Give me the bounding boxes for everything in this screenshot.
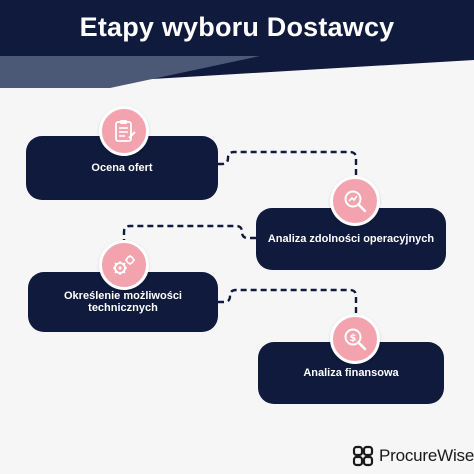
step-label-3: Określenie możliwości technicznych [64,290,182,314]
money-magnifier-icon: $ [330,314,380,364]
header-background [0,0,474,88]
clipboard-checklist-icon [99,106,149,156]
connector-1-2 [218,150,358,176]
step-box-2: Analiza zdolności operacyjnych [256,208,446,270]
procurewise-logo-icon [352,445,374,467]
page-title: Etapy wyboru Dostawcy [79,12,395,42]
header-banner: Etapy wyboru Dostawcy [0,0,474,88]
connector-3-4 [218,288,358,314]
connector-2-3 [122,224,256,240]
brand-logo: ProcureWise [352,444,474,468]
svg-text:$: $ [350,333,357,344]
magnifier-chart-icon [330,176,380,226]
gears-icon [99,240,149,290]
brand-name: ProcureWise [379,446,474,465]
step-label-2: Analiza zdolności operacyjnych [267,233,435,245]
step-label-1: Ocena ofert [91,162,153,174]
step-label-4: Analiza finansowa [303,367,399,379]
